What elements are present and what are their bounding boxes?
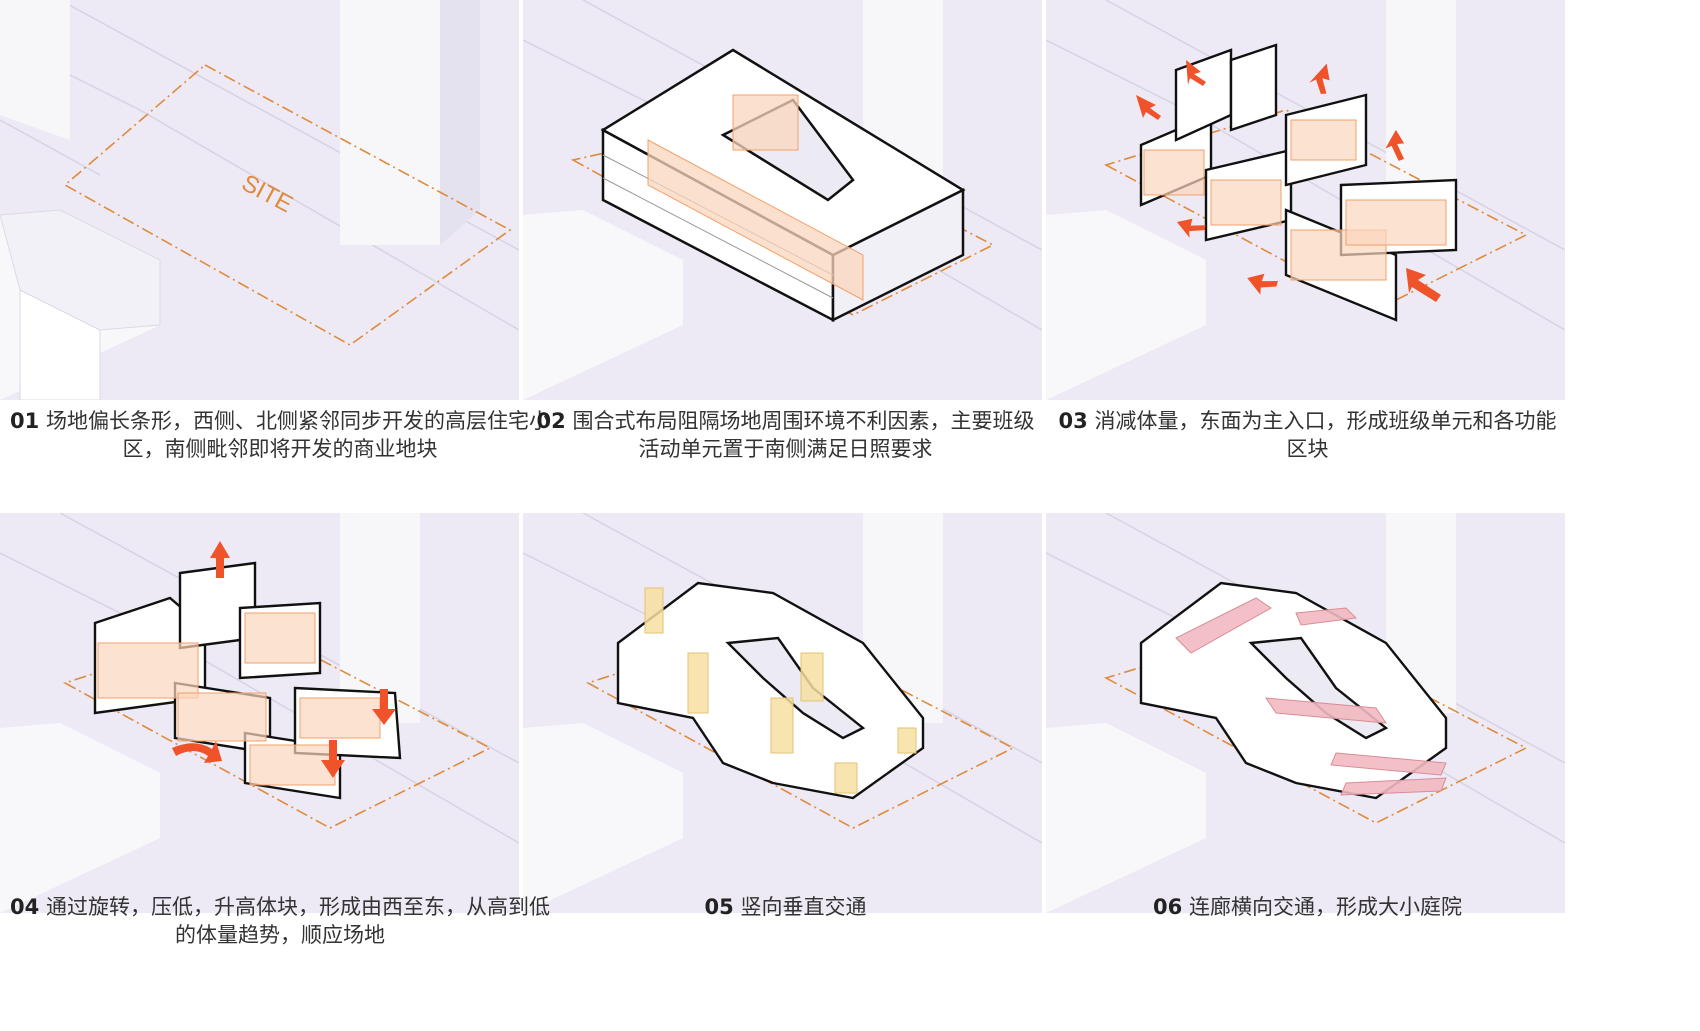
caption-number: 06: [1153, 895, 1183, 919]
caption-text: 竖向垂直交通: [740, 895, 867, 919]
site-boundary: [63, 64, 512, 346]
caption-05: 05 竖向垂直交通: [528, 893, 1043, 921]
caption-number: 01: [10, 409, 40, 433]
diagram-panel-06: [1046, 513, 1565, 913]
caption-text: 通过旋转，压低，升高体块，形成由西至东，从高到低的体量趋势，顺应场地: [45, 895, 550, 947]
diagram-panel-05: [523, 513, 1042, 913]
commercial-block: [523, 210, 683, 400]
caption-number: 04: [10, 895, 40, 919]
caption-number: 05: [704, 895, 734, 919]
commercial-block: [0, 209, 161, 400]
main-entrance-arrow: [1406, 268, 1441, 302]
diagram-panel-04: [0, 513, 519, 913]
vertical-cores: [644, 587, 917, 794]
classroom-units: [97, 612, 381, 786]
caption-number: 02: [536, 409, 566, 433]
commercial-block: [0, 723, 160, 913]
commercial-block: [523, 723, 683, 913]
caption-06: 06 连廊横向交通，形成大小庭院: [1050, 893, 1565, 921]
residential-tower: [1386, 0, 1456, 200]
diagram-panel-03: [1046, 0, 1565, 400]
integrated-building: [616, 581, 925, 800]
residential-tower: [340, 0, 480, 245]
caption-number: 03: [1058, 409, 1088, 433]
commercial-block: [1046, 210, 1206, 400]
caption-text: 消减体量，东面为主入口，形成班级单元和各功能区块: [1094, 409, 1557, 461]
caption-text: 围合式布局阻隔场地周围环境不利因素，主要班级活动单元置于南侧满足日照要求: [572, 409, 1035, 461]
corridor-links: [1175, 597, 1447, 796]
caption-02: 02 围合式布局阻隔场地周围环境不利因素，主要班级活动单元置于南侧满足日照要求: [528, 407, 1043, 463]
commercial-block: [1046, 723, 1206, 913]
diagram-panel-02: [523, 0, 1042, 400]
caption-03: 03 消减体量，东面为主入口，形成班级单元和各功能区块: [1050, 407, 1565, 463]
transformation-arrows: [172, 541, 396, 778]
caption-04: 04 通过旋转，压低，升高体块，形成由西至东，从高到低的体量趋势，顺应场地: [0, 893, 560, 949]
residential-tower: [340, 513, 420, 723]
caption-text: 连廊横向交通，形成大小庭院: [1188, 895, 1462, 919]
residential-tower-left: [0, 0, 70, 140]
diagram-panel-01: SITE: [0, 0, 519, 400]
subtraction-arrows: [1136, 60, 1441, 302]
caption-01: 01 场地偏长条形，西侧、北侧紧邻同步开发的高层住宅小区，南侧毗邻即将开发的商业…: [0, 407, 560, 463]
caption-text: 场地偏长条形，西侧、北侧紧邻同步开发的高层住宅小区，南侧毗邻即将开发的商业地块: [45, 409, 550, 461]
site-diagram: SITE: [0, 0, 519, 400]
classroom-units: [647, 94, 864, 301]
classroom-units: [1143, 119, 1447, 281]
